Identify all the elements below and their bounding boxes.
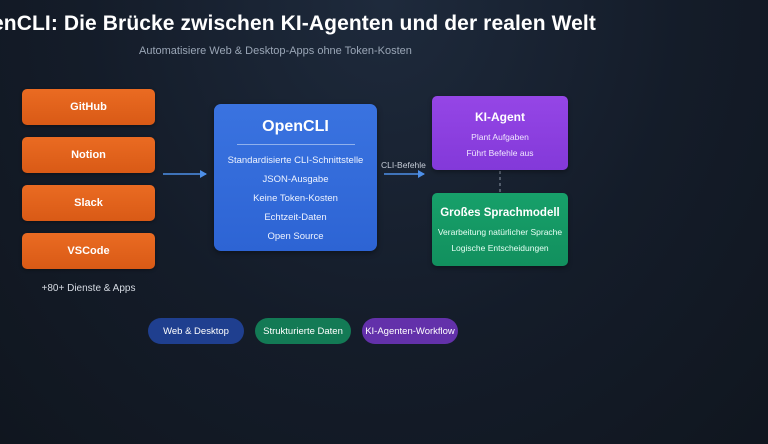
service-vscode: VSCode (22, 233, 155, 269)
tag-ai-agent-workflow: KI-Agenten-Workflow (362, 318, 458, 344)
llm-line: Logische Entscheidungen (451, 243, 549, 253)
edge-label-cli-commands: CLI-Befehle (381, 160, 426, 170)
opencli-feature: Open Source (267, 231, 324, 242)
service-slack: Slack (22, 185, 155, 221)
ki-agent-line: Führt Befehle aus (466, 148, 534, 158)
ki-agent-box: KI-Agent Plant Aufgaben Führt Befehle au… (432, 96, 568, 170)
service-notion: Notion (22, 137, 155, 173)
opencli-box: OpenCLI Standardisierte CLI-Schnittstell… (214, 104, 377, 251)
ki-agent-title: KI-Agent (475, 110, 525, 124)
tag-structured-data: Strukturierte Daten (255, 318, 351, 344)
tag-web-desktop: Web & Desktop (148, 318, 244, 344)
services-count-note: +80+ Dienste & Apps (41, 283, 136, 294)
ki-agent-line: Plant Aufgaben (471, 132, 529, 142)
opencli-feature: Standardisierte CLI-Schnittstelle (227, 155, 364, 166)
opencli-feature: Keine Token-Kosten (253, 193, 338, 204)
opencli-divider (236, 144, 355, 145)
opencli-feature: Echtzeit-Daten (264, 212, 327, 223)
llm-title: Großes Sprachmodell (440, 207, 560, 219)
llm-box: Großes Sprachmodell Verarbeitung natürli… (432, 193, 568, 266)
page-title: enCLI: Die Brücke zwischen KI-Agenten un… (0, 12, 596, 35)
page-subtitle: Automatisiere Web & Desktop-Apps ohne To… (139, 45, 412, 57)
service-github: GitHub (22, 89, 155, 125)
opencli-feature: JSON-Ausgabe (262, 174, 329, 185)
llm-line: Verarbeitung natürlicher Sprache (437, 227, 563, 237)
opencli-title: OpenCLI (262, 118, 329, 135)
